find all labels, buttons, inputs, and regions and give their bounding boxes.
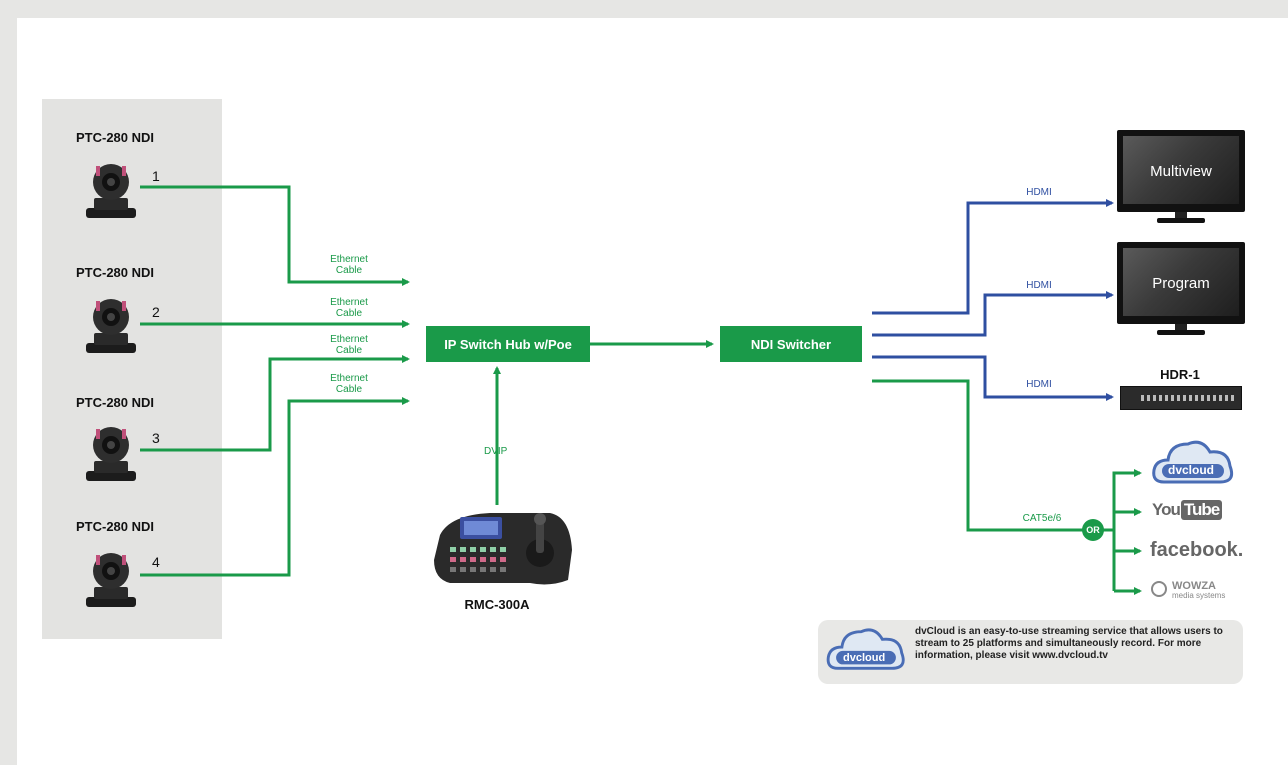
controller-label: RMC-300A [464,597,530,612]
camera-panel [42,99,222,639]
ptz-camera-icon [86,164,136,218]
youtube-text-b: Tube [1180,500,1223,520]
link-cat5 [872,379,1090,532]
hdmi-label-2: HDMI [1026,280,1052,291]
link-dvcloud [1100,469,1142,532]
wowza-text-b: media systems [1172,591,1226,600]
dvcloud-logo [1152,440,1234,484]
camera-1-title: PTC-280 NDI [75,130,155,145]
ptz-camera-icon [86,299,136,353]
ethernet-label-2: Ethernet Cable [330,297,368,319]
top-border [0,0,1288,18]
camera-4-port: 4 [152,554,160,570]
left-border [0,0,17,765]
link-hdmi-program [872,291,1114,337]
recorder-icon [1120,386,1242,410]
link-cam4 [140,397,410,577]
cat5-label: CAT5e/6 [1022,513,1062,524]
camera-3-title: PTC-280 NDI [75,395,155,410]
link-hdmi-recorder [872,355,1114,401]
youtube-text-a: You [1152,500,1181,519]
facebook-logo: facebook. [1150,539,1244,561]
ethernet-label-4: Ethernet Cable [330,373,368,395]
ip-switch-hub: IP Switch Hub w/Poe [426,326,590,362]
ethernet-label-3: Ethernet Cable [330,334,368,356]
link-cam1 [140,185,410,286]
program-label: Program [1152,274,1210,292]
ethernet-label-1: Ethernet Cable [330,254,368,276]
dvcloud-info-text: dvcloud [843,652,886,664]
camera-4-title: PTC-280 NDI [75,519,155,534]
dvcloud-info-description: dvCloud is an easy-to-use streaming serv… [915,626,1223,661]
ptz-camera-icon [86,553,136,607]
dvcloud-info-logo [826,628,905,670]
wowza-icon [1151,581,1167,597]
or-badge: OR [1082,519,1104,541]
ndi-switcher: NDI Switcher [720,326,862,362]
camera-2-port: 2 [152,304,160,320]
controller-icon [434,513,572,585]
link-cam3 [140,355,410,452]
camera-2-title: PTC-280 NDI [75,265,155,280]
wowza-logo: WOWZA media systems [1172,581,1225,601]
link-hdmi-multiview [872,199,1114,315]
hdmi-label-3: HDMI [1026,379,1052,390]
dvcloud-text: dvcloud [1168,463,1215,477]
dvip-label: DVIP [484,446,508,457]
hdmi-label-1: HDMI [1026,187,1052,198]
wowza-text-a: WOWZA [1172,580,1216,592]
camera-3-port: 3 [152,430,160,446]
camera-1-port: 1 [152,168,160,184]
multiview-label: Multiview [1150,162,1212,180]
ptz-camera-icon [86,427,136,481]
recorder-title: HDR-1 [1160,367,1200,382]
